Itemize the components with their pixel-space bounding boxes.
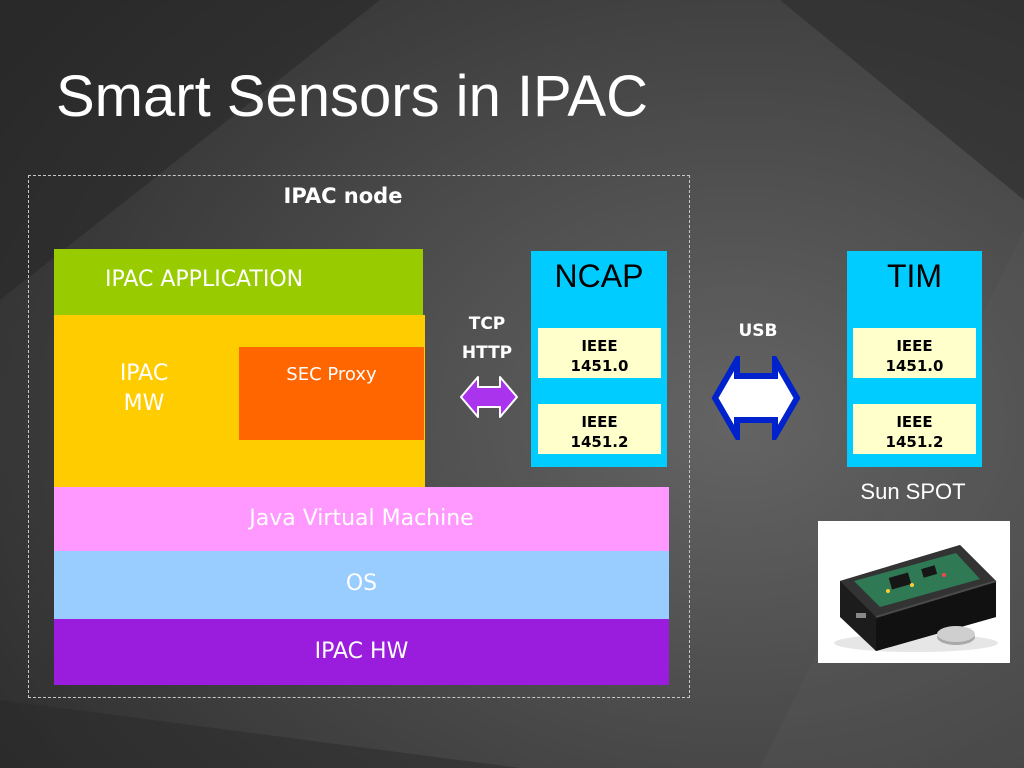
tim-standard-1-line2: 1451.0	[885, 357, 944, 375]
ncap-standard-1-line2: 1451.0	[570, 357, 629, 375]
ipac-application-layer: IPAC APPLICATION	[54, 249, 423, 315]
tim-title: TIM	[886, 258, 943, 294]
tim-ieee-1451-2-box: IEEE 1451.2	[853, 404, 976, 454]
tim-standard-1-line1: IEEE	[896, 337, 933, 355]
slide-title: Smart Sensors in IPAC	[56, 64, 649, 129]
ipac-hardware-label: IPAC HW	[314, 639, 409, 664]
ncap-ieee-1451-2-box: IEEE 1451.2	[538, 404, 661, 454]
tcp-http-double-arrow-icon	[460, 376, 518, 418]
sec-proxy-label: SEC Proxy	[286, 364, 377, 385]
ncap-ieee-1451-0-box: IEEE 1451.0	[538, 328, 661, 378]
jvm-label: Java Virtual Machine	[249, 506, 474, 531]
tim-ieee-1451-0-box: IEEE 1451.0	[853, 328, 976, 378]
ipac-node-label: IPAC node	[283, 184, 403, 208]
sun-spot-photo	[818, 521, 1010, 663]
ipac-application-label: IPAC APPLICATION	[105, 267, 304, 292]
sun-spot-caption: Sun SPOT	[860, 479, 966, 504]
ncap-standard-2-line2: 1451.2	[570, 433, 629, 451]
ncap-standard-1-line1: IEEE	[581, 337, 618, 355]
os-layer: OS	[54, 551, 669, 619]
ipac-hardware-layer: IPAC HW	[54, 619, 669, 685]
os-label: OS	[345, 571, 378, 596]
ncap-standard-2-line1: IEEE	[581, 413, 618, 431]
ipac-middleware-label: IPAC MW	[119, 361, 169, 416]
tcp-protocol-label: TCP	[468, 314, 506, 334]
ncap-title: NCAP	[554, 258, 644, 294]
ipac-node-boundary	[28, 175, 690, 698]
usb-double-arrow-icon	[711, 356, 801, 440]
usb-protocol-label: USB	[738, 321, 778, 341]
tim-standard-2-line1: IEEE	[896, 413, 933, 431]
http-protocol-label: HTTP	[461, 343, 513, 363]
jvm-layer: Java Virtual Machine	[54, 487, 669, 551]
sun-spot-device-icon	[834, 545, 998, 652]
tim-standard-2-line2: 1451.2	[885, 433, 944, 451]
sec-proxy-block: SEC Proxy	[239, 347, 424, 440]
